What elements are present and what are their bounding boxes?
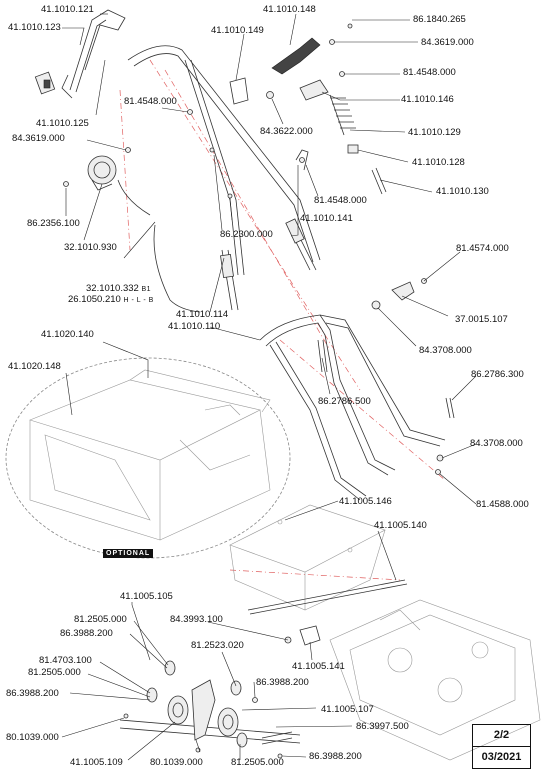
label-41-1005-146: 41.1005.146 [339, 496, 392, 507]
grass-catcher-optional [5, 357, 291, 559]
label-41-1010-128: 41.1010.128 [412, 157, 465, 168]
label-41-1020-140: 41.1020.140 [41, 329, 94, 340]
label-86-3988-200-d: 86.3988.200 [309, 751, 362, 762]
label-84-3708-000-a: 84.3708.000 [419, 345, 472, 356]
label-80-1039-000-b: 80.1039.000 [150, 757, 203, 768]
cable-spool [63, 155, 201, 313]
label-84-3993-100: 84.3993.100 [170, 614, 223, 625]
mower-body [329, 599, 541, 761]
main-handle [127, 45, 321, 311]
label-86-2786-300: 86.2786.300 [471, 369, 524, 380]
label-41-1010-110: 41.1010.110 [168, 321, 221, 332]
label-41-1005-141: 41.1005.141 [292, 661, 345, 672]
sheet-date: 03/2021 [481, 751, 522, 763]
label-41-1005-107: 41.1005.107 [321, 704, 374, 715]
sheet-info-box: 2/2 03/2021 [472, 724, 531, 769]
centre-lines [119, 59, 446, 581]
label-32-1010-332-number: 32.1010.332 [86, 283, 139, 294]
label-32-1010-930: 32.1010.930 [64, 242, 117, 253]
label-41-1020-148: 41.1020.148 [8, 361, 61, 372]
label-32-1010-332: 32.1010.332 B1 [86, 283, 151, 295]
sheet-number: 2/2 [473, 725, 530, 747]
label-41-1010-129: 41.1010.129 [408, 127, 461, 138]
label-81-4588-000: 81.4588.000 [476, 499, 529, 510]
label-86-3988-200-c: 86.3988.200 [6, 688, 59, 699]
label-41-1005-105: 41.1005.105 [120, 591, 173, 602]
leader-lines [61, 13, 477, 761]
label-41-1010-123: 41.1010.123 [8, 22, 61, 33]
label-41-1005-109: 41.1005.109 [70, 757, 123, 768]
label-81-4703-100: 81.4703.100 [39, 655, 92, 666]
roller-assembly [119, 625, 321, 759]
lever-assembly [125, 23, 387, 199]
lower-handle [259, 278, 455, 501]
label-86-1840-265: 86.1840.265 [413, 14, 466, 25]
label-37-0015-107: 37.0015.107 [455, 314, 508, 325]
label-81-2505-000-a: 81.2505.000 [74, 614, 127, 625]
label-41-1010-121: 41.1010.121 [41, 4, 94, 15]
label-86-3988-200-a: 86.3988.200 [60, 628, 113, 639]
label-86-2786-500: 86.2786.500 [318, 396, 371, 407]
label-32-1010-332-suffix: B1 [141, 286, 152, 293]
label-81-2505-000-b: 81.2505.000 [28, 667, 81, 678]
label-41-1010-141: 41.1010.141 [300, 213, 353, 224]
label-84-3622-000: 84.3622.000 [260, 126, 313, 137]
label-86-3988-200-b: 86.3988.200 [256, 677, 309, 688]
label-84-3619-000-b: 84.3619.000 [12, 133, 65, 144]
label-84-3619-000-a: 84.3619.000 [421, 37, 474, 48]
bail-handle [34, 9, 126, 99]
label-86-2300-000: 86.2300.000 [220, 229, 273, 240]
label-41-1010-125: 41.1010.125 [36, 118, 89, 129]
label-41-1010-114: 41.1010.114 [176, 309, 229, 320]
deflector-plate [229, 504, 408, 615]
label-81-2505-000-c: 81.2505.000 [231, 757, 284, 768]
label-81-4548-000-c: 81.4548.000 [314, 195, 367, 206]
label-41-1010-130: 41.1010.130 [436, 186, 489, 197]
label-41-1005-140: 41.1005.140 [374, 520, 427, 531]
label-84-3708-000-b: 84.3708.000 [470, 438, 523, 449]
optional-tag: OPTIONAL [103, 549, 154, 558]
label-26-1050-210-number: 26.1050.210 [68, 294, 121, 305]
label-86-2356-100: 86.2356.100 [27, 218, 80, 229]
label-81-4574-000: 81.4574.000 [456, 243, 509, 254]
label-41-1010-148: 41.1010.148 [263, 4, 316, 15]
label-81-2523-020: 81.2523.020 [191, 640, 244, 651]
label-41-1010-149: 41.1010.149 [211, 25, 264, 36]
label-81-4548-000-b: 81.4548.000 [124, 96, 177, 107]
label-26-1050-210-suffix: H - L - B [123, 297, 154, 304]
label-81-4548-000-a: 81.4548.000 [403, 67, 456, 78]
label-41-1010-146: 41.1010.146 [401, 94, 454, 105]
label-86-3997-500: 86.3997.500 [356, 721, 409, 732]
label-80-1039-000-a: 80.1039.000 [6, 732, 59, 743]
label-26-1050-210: 26.1050.210 H - L - B [68, 294, 154, 306]
